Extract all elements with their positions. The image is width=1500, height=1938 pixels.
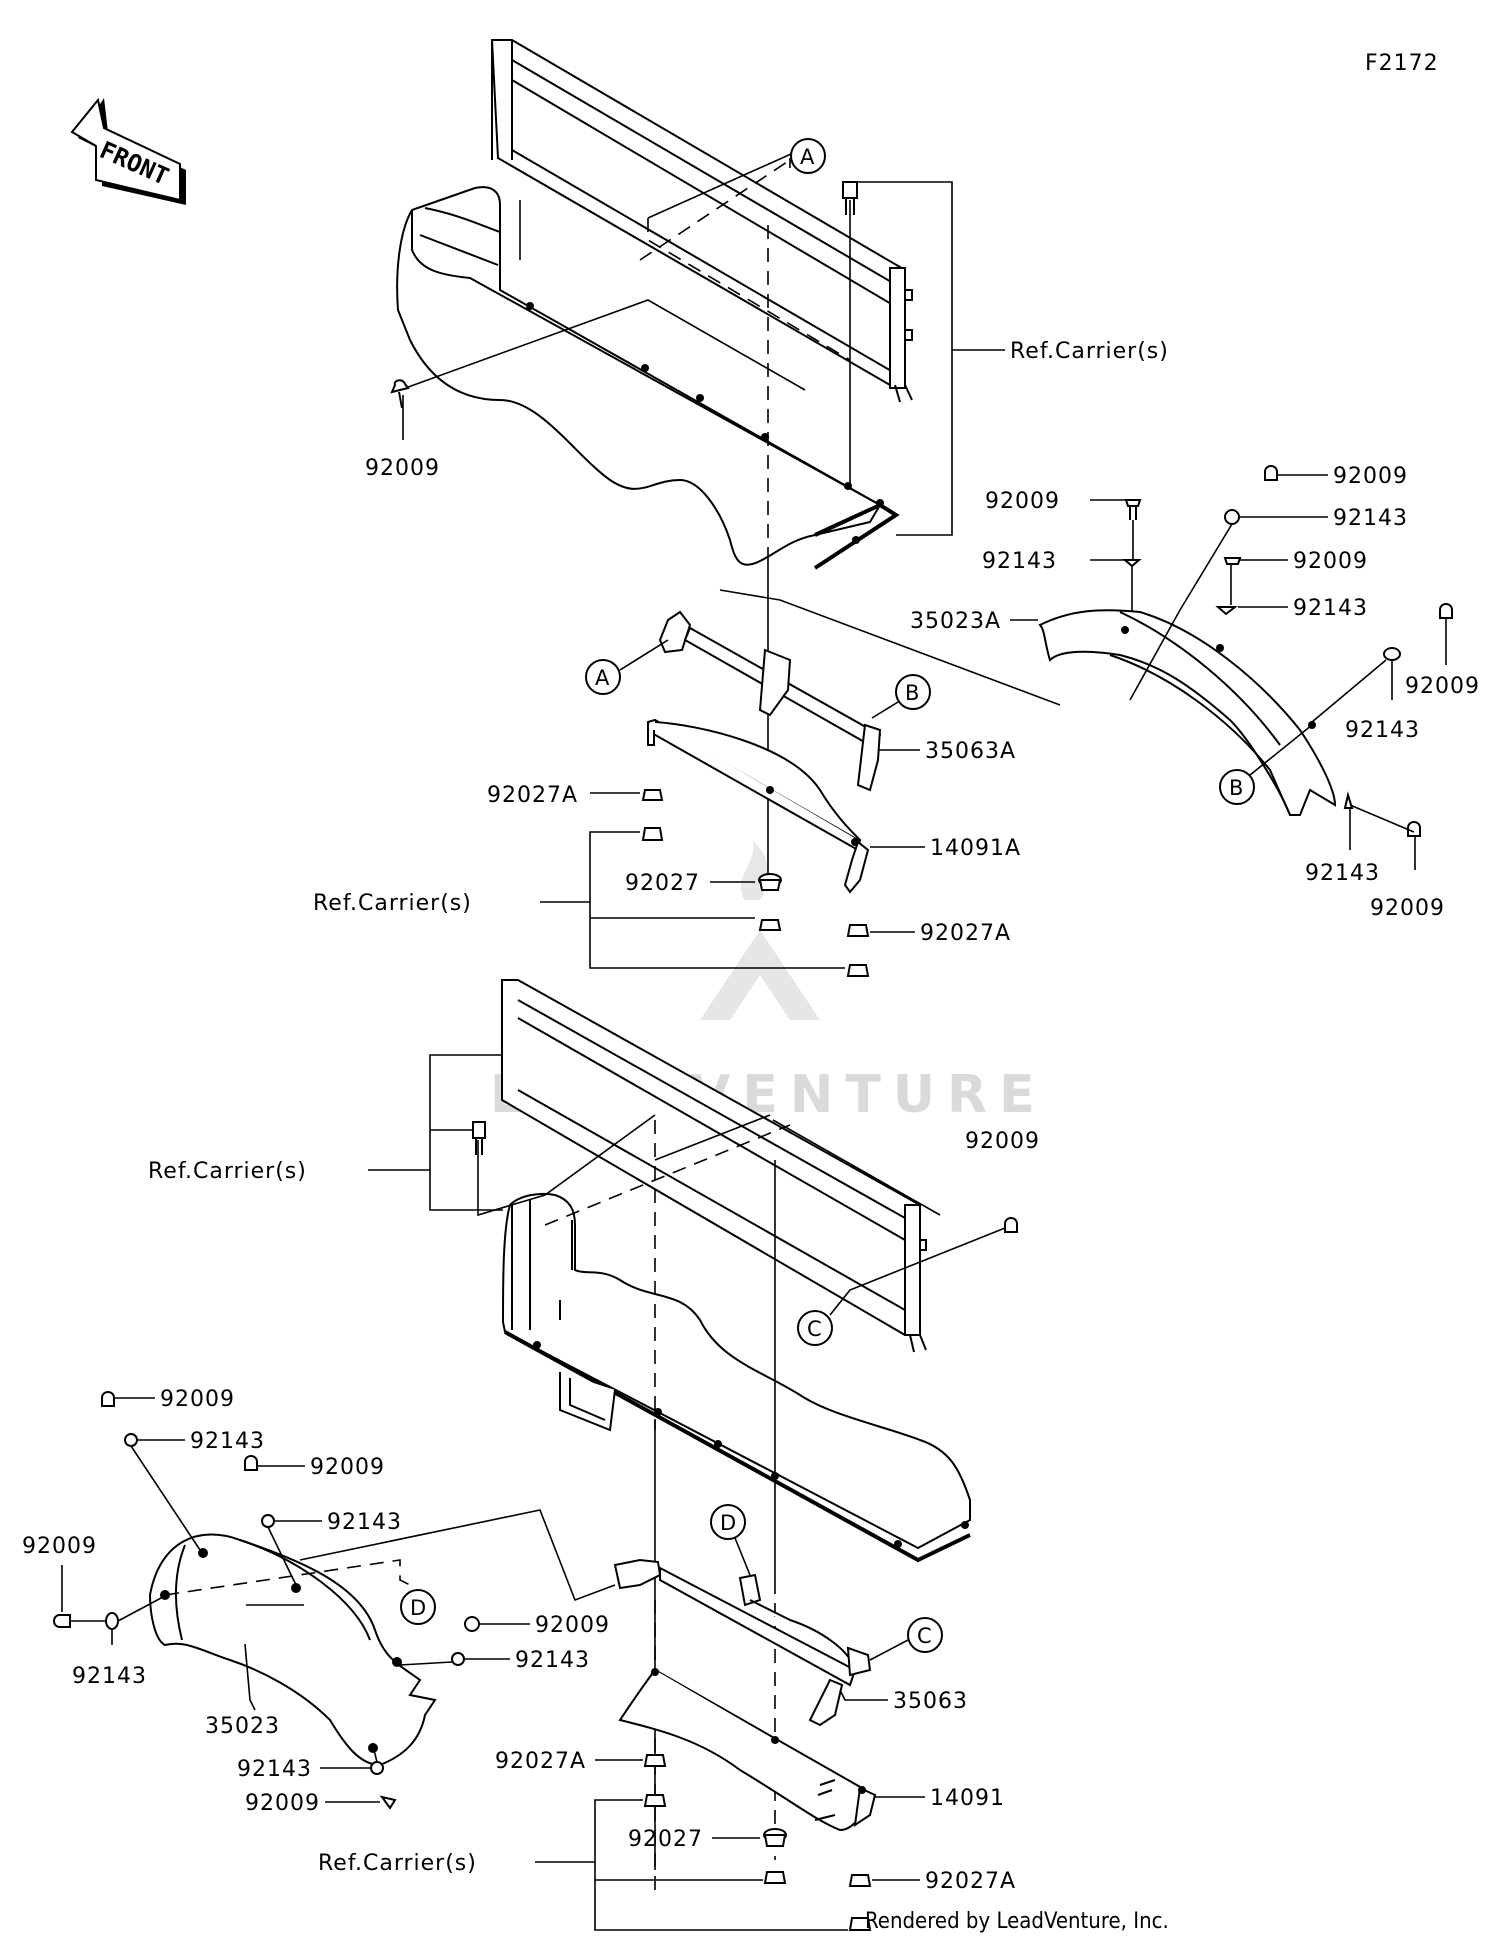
- lower-fender-washer-2-label: 92143: [327, 1510, 402, 1535]
- upper-fender-bolt-2-label: 92009: [1333, 464, 1408, 489]
- lower-bolt-right-label: 92009: [965, 1129, 1040, 1154]
- upper-fender-bolt-1-label: 92009: [985, 489, 1060, 514]
- callout-c-bed-letter: C: [807, 1317, 823, 1341]
- lower-frame-14091: [618, 1668, 877, 1832]
- callout-a-bracket: [585, 659, 621, 695]
- upper-bracket-35063a: [658, 589, 1061, 792]
- callout-c-bracket-letter: C: [917, 1624, 933, 1648]
- lower-fender-washer-3-label: 92143: [515, 1648, 590, 1673]
- upper-bracket-label: 35063A: [925, 739, 1016, 764]
- render-credit: Rendered by LeadVenture, Inc.: [865, 1909, 1169, 1934]
- upper-fender-label: 35023A: [910, 609, 1001, 634]
- lower-ref-carrier-bottom: Ref.Carrier(s): [318, 1851, 477, 1876]
- upper-carrier-bed: [396, 39, 913, 570]
- lower-nut-a-bottom-label: 92027A: [925, 1869, 1016, 1894]
- upper-fender-hardware: [1122, 465, 1453, 837]
- callout-d-fender-letter: D: [410, 1596, 427, 1620]
- upper-ref-carrier-right: Ref.Carrier(s): [1010, 339, 1169, 364]
- upper-fender-bolt-4-label: 92009: [1405, 674, 1480, 699]
- lower-fender-bolt-3-label: 92009: [535, 1613, 610, 1638]
- lower-fender-bolt-2-label: 92009: [310, 1455, 385, 1480]
- upper-fender-bolt-5-label: 92009: [1370, 896, 1445, 921]
- upper-nut-center-label: 92027: [625, 871, 700, 896]
- lower-nut-a-top-label: 92027A: [495, 1749, 586, 1774]
- front-arrow-icon: FRONT: [70, 97, 186, 205]
- upper-fender-washer-3-label: 92143: [1293, 596, 1368, 621]
- lower-nut-center-label: 92027: [628, 1827, 703, 1852]
- lower-bracket-35063: [299, 1509, 872, 1727]
- upper-frame-14091a: [646, 718, 870, 894]
- upper-bolt-left-label: 92009: [365, 456, 440, 481]
- upper-nut-a-bottom-label: 92027A: [920, 921, 1011, 946]
- callout-a-top-letter: A: [800, 145, 815, 169]
- upper-side-bolt: [390, 379, 410, 409]
- upper-carrier-bolt: [842, 181, 858, 215]
- callout-b-bracket: [895, 674, 931, 710]
- callout-b-fender: [1219, 769, 1255, 805]
- upper-nuts: [641, 789, 870, 977]
- lower-side-bolt: [1004, 1217, 1018, 1233]
- lower-fender-washer-side-label: 92143: [72, 1664, 147, 1689]
- lower-bracket-label: 35063: [893, 1689, 968, 1714]
- upper-fender-35023a: [1038, 609, 1337, 816]
- lower-guide-lines: [477, 1114, 941, 1890]
- lower-fender-35023: [148, 1533, 437, 1767]
- upper-fender-washer-4-label: 92143: [1345, 718, 1420, 743]
- lower-frame-label: 14091: [930, 1786, 1005, 1811]
- upper-fender-washer-2-label: 92143: [1333, 506, 1408, 531]
- lower-carrier-bed: [501, 979, 971, 1563]
- upper-nut-a-top-label: 92027A: [487, 783, 578, 808]
- lower-carrier-bolt: [472, 1121, 486, 1155]
- callout-b-bracket-letter: B: [905, 681, 920, 705]
- lower-fender-bolt-4-label: 92009: [245, 1791, 320, 1816]
- callout-d-bracket: [710, 1504, 746, 1540]
- callout-a-top: [790, 138, 826, 174]
- lower-nuts: [643, 1754, 872, 1931]
- callout-d-fender: [400, 1589, 436, 1625]
- figure-code: F2172: [1365, 51, 1439, 76]
- lower-fender-bolt-side-label: 92009: [22, 1534, 97, 1559]
- callout-c-bed: [797, 1310, 833, 1346]
- lower-ref-carrier-left: Ref.Carrier(s): [148, 1159, 307, 1184]
- lower-fender-washer-4-label: 92143: [237, 1757, 312, 1782]
- lower-fender-washer-1-label: 92143: [190, 1429, 265, 1454]
- lower-fender-label: 35023: [205, 1714, 280, 1739]
- callout-d-bracket-letter: D: [720, 1511, 737, 1535]
- lower-fender-bolt-1-label: 92009: [160, 1387, 235, 1412]
- upper-fender-bolt-3-label: 92009: [1293, 549, 1368, 574]
- upper-fender-washer-1-label: 92143: [982, 549, 1057, 574]
- upper-ref-carrier-left: Ref.Carrier(s): [313, 891, 472, 916]
- callout-a-bracket-letter: A: [595, 666, 610, 690]
- upper-guide-lines: [399, 149, 851, 880]
- upper-fender-washer-5-label: 92143: [1305, 861, 1380, 886]
- upper-frame-label: 14091A: [930, 836, 1021, 861]
- callout-c-bracket: [907, 1617, 943, 1653]
- callout-b-fender-letter: B: [1229, 776, 1244, 800]
